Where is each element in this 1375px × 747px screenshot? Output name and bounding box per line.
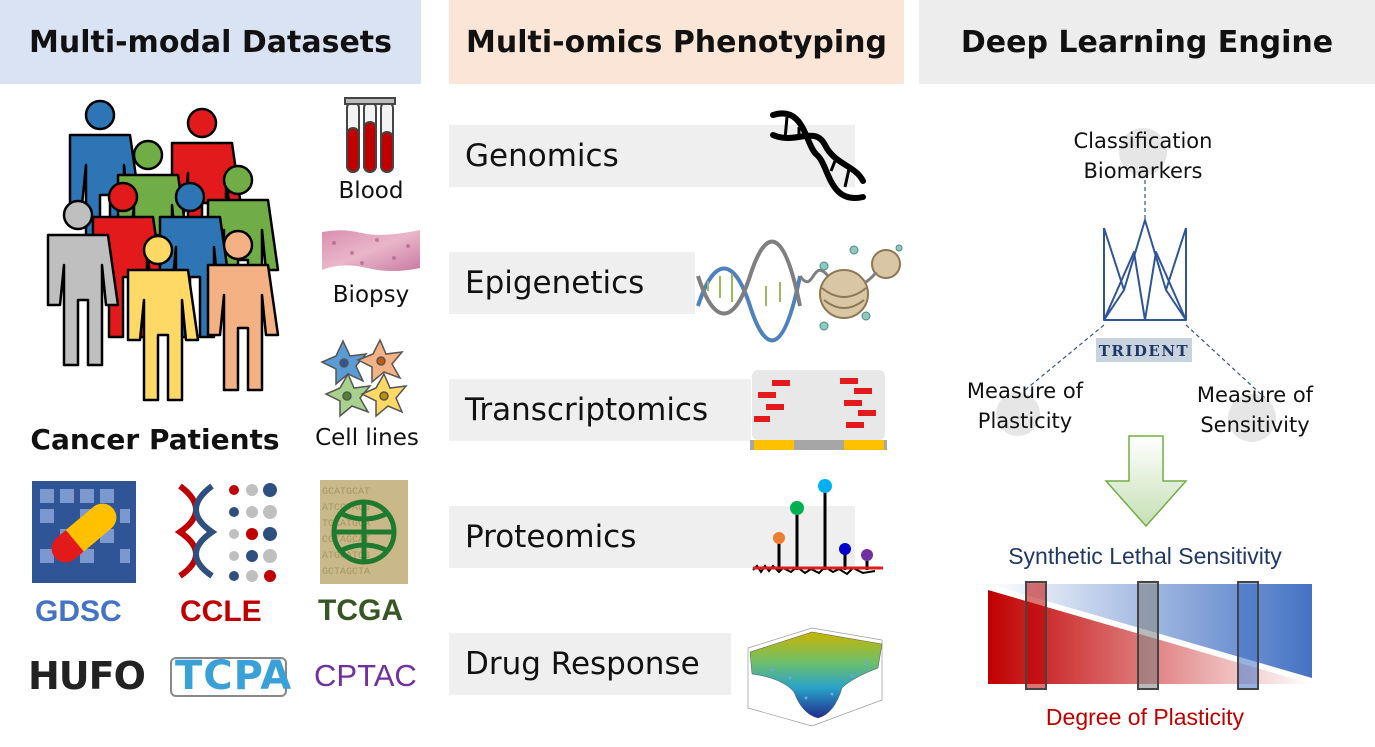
sensitivity-node [1228,394,1276,442]
svg-text:TGCATGCA: TGCATGCA [322,519,370,530]
omics-epigenetics: Epigenetics [449,252,695,314]
classification-node [1119,128,1167,176]
omics-label: Epigenetics [465,265,645,301]
cell-lines-icon [320,338,408,418]
cell-lines-label: Cell lines [315,425,419,451]
gradient-wedges-icon [988,581,1312,690]
phenotyping-title: Multi-omics Phenotyping [466,24,887,60]
blood-label: Blood [338,178,404,204]
omics-transcriptomics: Transcriptomics [449,379,751,441]
header-engine: Deep Learning Engine [919,0,1375,84]
engine-title: Deep Learning Engine [960,24,1334,60]
omics-label: Genomics [465,138,619,174]
sensitivity-axis-label: Synthetic Lethal Sensitivity [1008,543,1282,569]
plasticity-measure-label: Measure of Plasticity [966,379,1084,433]
ccle-logo-icon [174,483,277,582]
dna-helix-icon [770,110,866,202]
hupo-label: HUFO [28,654,146,698]
omics-label: Proteomics [465,519,637,555]
ccle-label: CCLE [180,595,262,628]
gdsc-label: GDSC [35,595,122,628]
down-arrow-icon [1104,435,1188,528]
biopsy-label: Biopsy [332,282,410,308]
header-phenotyping: Multi-omics Phenotyping [449,0,904,84]
trident-logo-icon: TRIDENT [1024,180,1266,399]
header-datasets: Multi-modal Datasets [0,0,421,84]
sensitivity-measure-label: Measure of Sensitivity [1196,383,1314,437]
test-tubes-icon [344,97,396,173]
omics-drug-response: Drug Response [449,633,731,695]
classification-label: Classification Biomarkers [1073,129,1213,183]
omics-label: Transcriptomics [465,392,709,428]
tcga-label: TCGA [318,594,403,627]
plasticity-node [996,392,1040,436]
svg-text:CGTAGCAT: CGTAGCAT [322,535,370,546]
omics-label: Drug Response [465,646,700,682]
trident-logo-text: TRIDENT [1099,342,1189,360]
gene-expression-icon [750,370,887,450]
tcpa-label: TCPA [175,653,293,699]
svg-text:GCATGCAT: GCATGCAT [322,487,370,498]
chromatin-icon [696,239,903,343]
drug-surface-icon [747,627,883,727]
cancer-patients-label: Cancer Patients [30,423,280,456]
svg-text:GCTAGCTA: GCTAGCTA [322,567,370,578]
people-group-icon [46,99,280,402]
cptac-label: CPTAC [314,658,417,693]
tcpa-box [170,657,287,697]
datasets-title: Multi-modal Datasets [28,24,393,60]
gdsc-logo-icon [32,481,136,583]
tissue-slide-icon [322,230,420,271]
omics-proteomics: Proteomics [449,506,855,568]
plasticity-axis-label: Degree of Plasticity [1045,704,1245,730]
mass-spec-icon [752,479,883,576]
